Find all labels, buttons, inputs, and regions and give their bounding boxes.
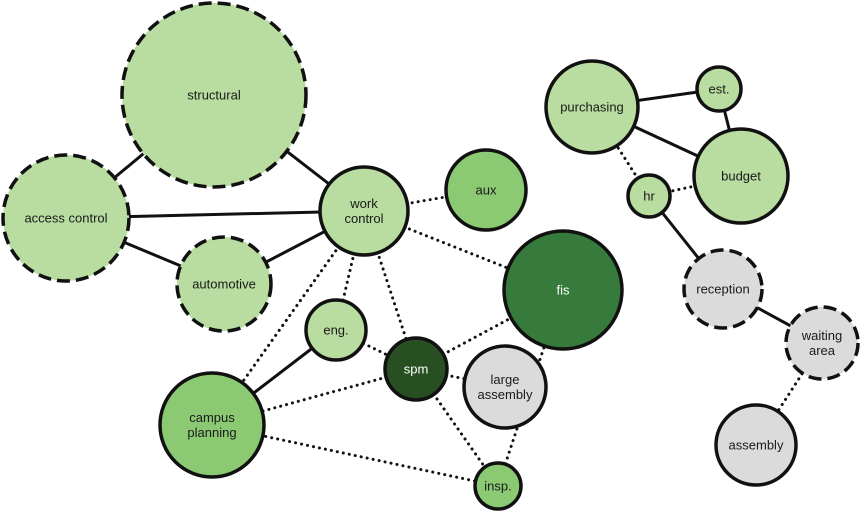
node-circle-aux	[444, 148, 528, 232]
node-circle-waiting-area	[784, 305, 860, 381]
edge-waiting-area-assembly	[754, 341, 824, 447]
node-label-work-control: control	[344, 211, 383, 226]
node-label-waiting-area: waiting	[801, 328, 842, 343]
node-label-aux: aux	[476, 183, 497, 198]
node-circle-structural	[120, 1, 308, 189]
node-circle-hr	[626, 173, 672, 219]
node-fis: fis	[502, 229, 624, 351]
node-reception: reception	[682, 248, 764, 330]
node-label-est: est.	[709, 82, 730, 97]
node-label-purchasing: purchasing	[560, 100, 624, 115]
node-circle-insp	[473, 461, 523, 511]
node-circle-access-control	[1, 153, 131, 283]
node-label-eng: eng.	[323, 323, 348, 338]
node-label-budget: budget	[721, 169, 761, 184]
node-circle-reception	[682, 248, 764, 330]
node-label-large-assembly: assembly	[478, 387, 533, 402]
node-hr: hr	[626, 173, 672, 219]
node-circle-large-assembly	[462, 344, 548, 430]
node-circle-assembly	[714, 403, 798, 487]
node-circle-purchasing	[544, 59, 640, 155]
node-label-work-control: work	[349, 196, 378, 211]
node-automotive: automotive	[175, 235, 273, 333]
node-assembly: assembly	[714, 403, 798, 487]
node-label-waiting-area: area	[809, 343, 836, 358]
node-label-assembly: assembly	[729, 438, 784, 453]
node-access-control: access control	[1, 153, 131, 283]
node-label-large-assembly: large	[491, 372, 520, 387]
node-circle-spm	[383, 336, 449, 402]
node-circle-campus-planning	[158, 371, 266, 479]
node-eng: eng.	[304, 298, 368, 362]
node-label-automotive: automotive	[192, 277, 256, 292]
node-structural: structural	[120, 1, 308, 189]
node-label-access-control: access control	[24, 211, 107, 226]
node-insp: insp.	[473, 461, 523, 511]
node-circle-fis	[502, 229, 624, 351]
node-purchasing: purchasing	[544, 59, 640, 155]
node-circle-budget	[692, 127, 790, 225]
node-label-insp: insp.	[484, 479, 511, 494]
node-circle-eng	[304, 298, 368, 362]
node-est: est.	[695, 65, 743, 113]
node-label-reception: reception	[696, 282, 749, 297]
node-label-campus-planning: planning	[187, 425, 236, 440]
node-aux: aux	[444, 148, 528, 232]
node-budget: budget	[692, 127, 790, 225]
node-circle-automotive	[175, 235, 273, 333]
node-circle-work-control	[318, 165, 410, 257]
node-circle-est	[695, 65, 743, 113]
node-label-structural: structural	[187, 88, 241, 103]
node-label-spm: spm	[404, 362, 429, 377]
node-spm: spm	[383, 336, 449, 402]
node-label-fis: fis	[557, 283, 571, 298]
edge-work-control-eng	[334, 209, 366, 332]
node-label-campus-planning: campus	[189, 410, 235, 425]
node-label-hr: hr	[643, 189, 655, 204]
